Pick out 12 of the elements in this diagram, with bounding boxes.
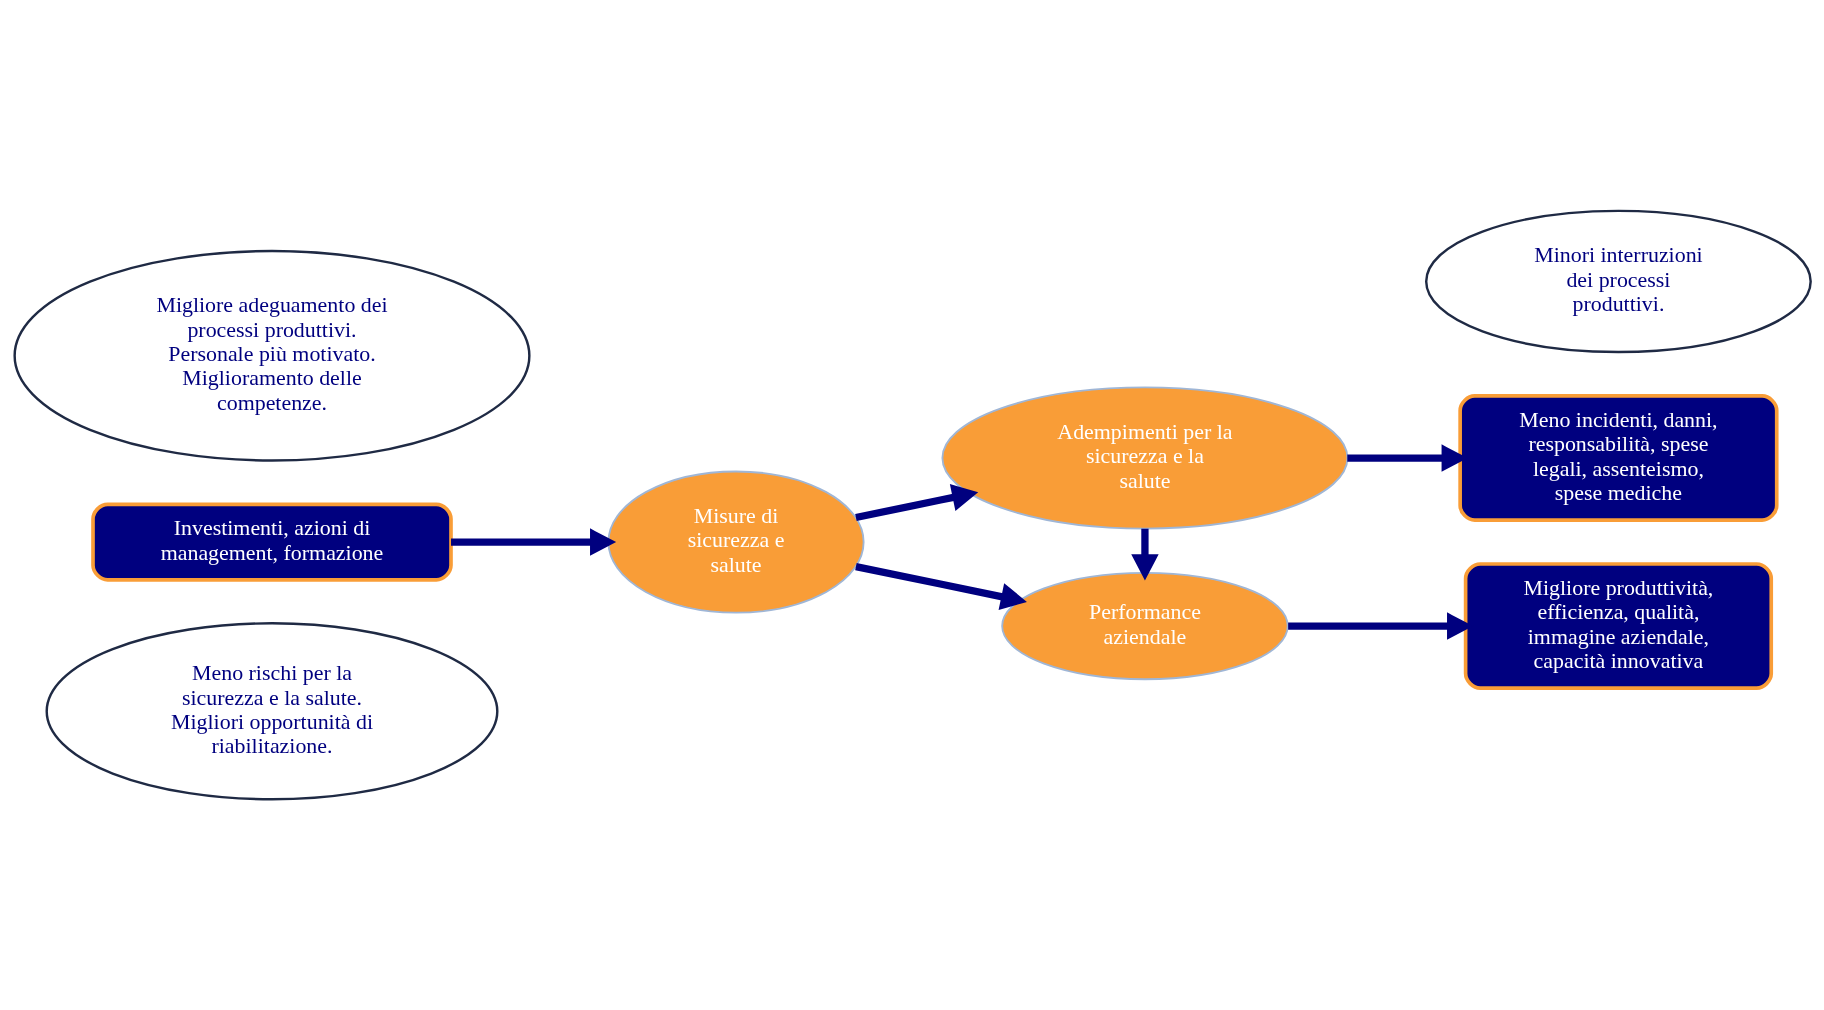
node-box: Investimenti, azioni di management, formazione — [90, 502, 453, 582]
node-ellipse: Misure di sicurezza e salute — [607, 470, 865, 614]
node-box: Migliore produttività, efficienza, qualità, immagine aziendale, capacità innovativa — [1463, 562, 1773, 690]
node-ellipse: Adempimenti per la sicurezza e la salute — [940, 386, 1348, 530]
node-ellipse: Minori interruzioni dei processi produttivi. — [1424, 209, 1812, 354]
node-ellipse: Meno rischi per la sicurezza e la salute. Migliori opportunità di riabilitazione. — [45, 622, 498, 801]
node-ellipse: Migliore adeguamento dei processi produttivi. Personale più motivato. Miglioramento delle competenze. — [12, 249, 531, 462]
arrow — [854, 484, 978, 522]
node-box: Meno incidenti, danni, responsabilità, spese legali, assenteismo, spese mediche — [1457, 394, 1779, 522]
arrow — [854, 563, 1027, 611]
arrow — [450, 528, 616, 556]
arrow — [1130, 528, 1159, 581]
